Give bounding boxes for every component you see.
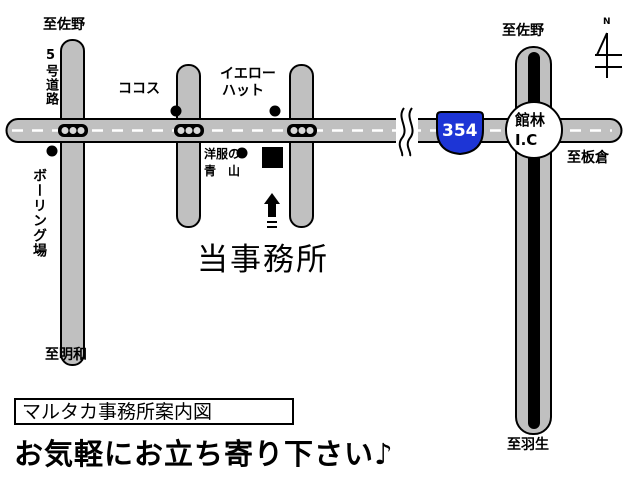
office-label: 当事務所	[197, 242, 329, 278]
label-clothes-2: 青 山	[204, 164, 241, 178]
label-ic-2: I.C	[515, 131, 538, 149]
road-break-icon	[396, 107, 418, 157]
interchange-circle	[505, 101, 563, 159]
up-arrow-icon	[264, 193, 280, 228]
label-ic-1: 館林	[515, 111, 546, 129]
label-yellow-hat-2: ハット	[222, 83, 264, 99]
label-clothes-1: 洋服の	[204, 147, 241, 161]
label-to-meiwa: 至明和	[45, 347, 87, 363]
label-to-sano-left: 至佐野	[43, 17, 85, 33]
label-route5: 5号道路	[43, 48, 58, 106]
invitation-text: お気軽にお立ち寄り下さい♪	[14, 437, 394, 471]
map-title: マルタカ事務所案内図	[22, 401, 213, 423]
north-label: N	[603, 17, 611, 27]
map-title-box: マルタカ事務所案内図	[14, 398, 294, 425]
landmark-dot-icon	[236, 147, 248, 159]
road-left-vertical	[60, 39, 85, 366]
label-bowling: ボーリング場	[31, 168, 47, 258]
label-cocos: ココス	[118, 81, 160, 97]
traffic-light-icon	[174, 124, 204, 137]
route-number-label: 354	[442, 121, 478, 141]
road-mid-right	[289, 64, 314, 228]
landmark-dot-icon	[46, 145, 58, 157]
road-mid-left	[176, 64, 201, 228]
traffic-light-icon	[58, 124, 88, 137]
label-to-hanyu: 至羽生	[507, 437, 549, 453]
label-to-itakura: 至板倉	[567, 150, 609, 166]
office-square-icon	[262, 147, 283, 168]
north-arrow-icon	[595, 32, 622, 78]
label-yellow-hat-1: イエロー	[220, 66, 276, 82]
route-shield-icon	[436, 111, 484, 156]
landmark-dot-icon	[269, 105, 281, 117]
label-to-sano-right: 至佐野	[502, 23, 544, 39]
landmark-dot-icon	[170, 105, 182, 117]
traffic-light-icon	[287, 124, 317, 137]
